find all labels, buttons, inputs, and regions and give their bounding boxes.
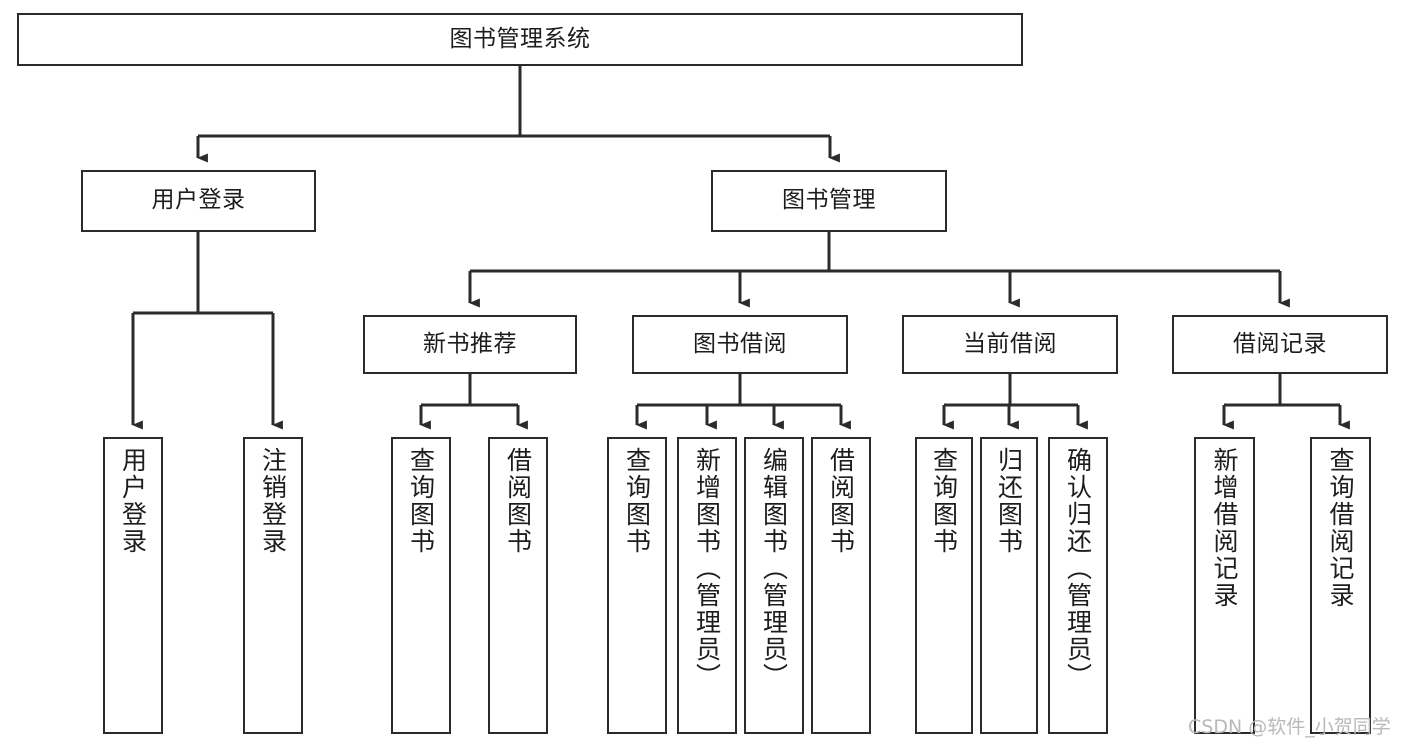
node-label: 新增图书（管理员） [692,447,722,690]
node-leaf-borrow-book[interactable]: 借阅图书 [811,437,871,734]
node-leaf-logout[interactable]: 注销登录 [243,437,303,734]
node-label: 用户登录 [118,447,148,555]
node-leaf-query-book-current[interactable]: 查询图书 [915,437,973,734]
node-user-login[interactable]: 用户登录 [81,170,316,232]
node-label: 图书管理系统 [449,25,591,52]
node-borrow-records[interactable]: 借阅记录 [1172,315,1388,374]
node-book-borrow[interactable]: 图书借阅 [632,315,848,374]
node-leaf-add-borrow-record[interactable]: 新增借阅记录 [1194,437,1255,734]
watermark-text: CSDN @软件_小贺同学 [1188,716,1391,738]
node-label: 借阅图书 [503,447,533,555]
node-leaf-query-borrow-record[interactable]: 查询借阅记录 [1310,437,1371,734]
node-leaf-user-login[interactable]: 用户登录 [103,437,163,734]
node-book-management[interactable]: 图书管理 [711,170,947,232]
node-leaf-confirm-return[interactable]: 确认归还（管理员） [1048,437,1108,734]
node-label: 新增借阅记录 [1210,447,1239,609]
node-label: 图书管理 [782,187,876,214]
node-label: 确认归还（管理员） [1063,447,1093,690]
node-leaf-query-book-recommend[interactable]: 查询图书 [391,437,451,734]
node-label: 归还图书 [994,447,1024,555]
node-label: 注销登录 [258,447,288,555]
node-root[interactable]: 图书管理系统 [17,13,1023,66]
node-label: 新书推荐 [423,330,517,357]
node-label: 借阅记录 [1233,330,1327,357]
node-leaf-add-book[interactable]: 新增图书（管理员） [677,437,737,734]
node-label: 借阅图书 [826,447,856,555]
node-label: 图书借阅 [693,330,787,357]
node-current-borrow[interactable]: 当前借阅 [902,315,1118,374]
node-label: 当前借阅 [963,330,1057,357]
node-leaf-return-book[interactable]: 归还图书 [980,437,1038,734]
node-label: 查询图书 [929,447,959,555]
node-leaf-edit-book[interactable]: 编辑图书（管理员） [744,437,804,734]
node-leaf-borrow-book-recommend[interactable]: 借阅图书 [488,437,548,734]
node-leaf-query-book-borrow[interactable]: 查询图书 [607,437,667,734]
node-label: 编辑图书（管理员） [759,447,789,690]
node-label: 查询借阅记录 [1326,447,1355,609]
node-new-book-recommend[interactable]: 新书推荐 [363,315,577,374]
node-label: 查询图书 [622,447,652,555]
node-label: 查询图书 [406,447,436,555]
node-label: 用户登录 [151,187,246,214]
